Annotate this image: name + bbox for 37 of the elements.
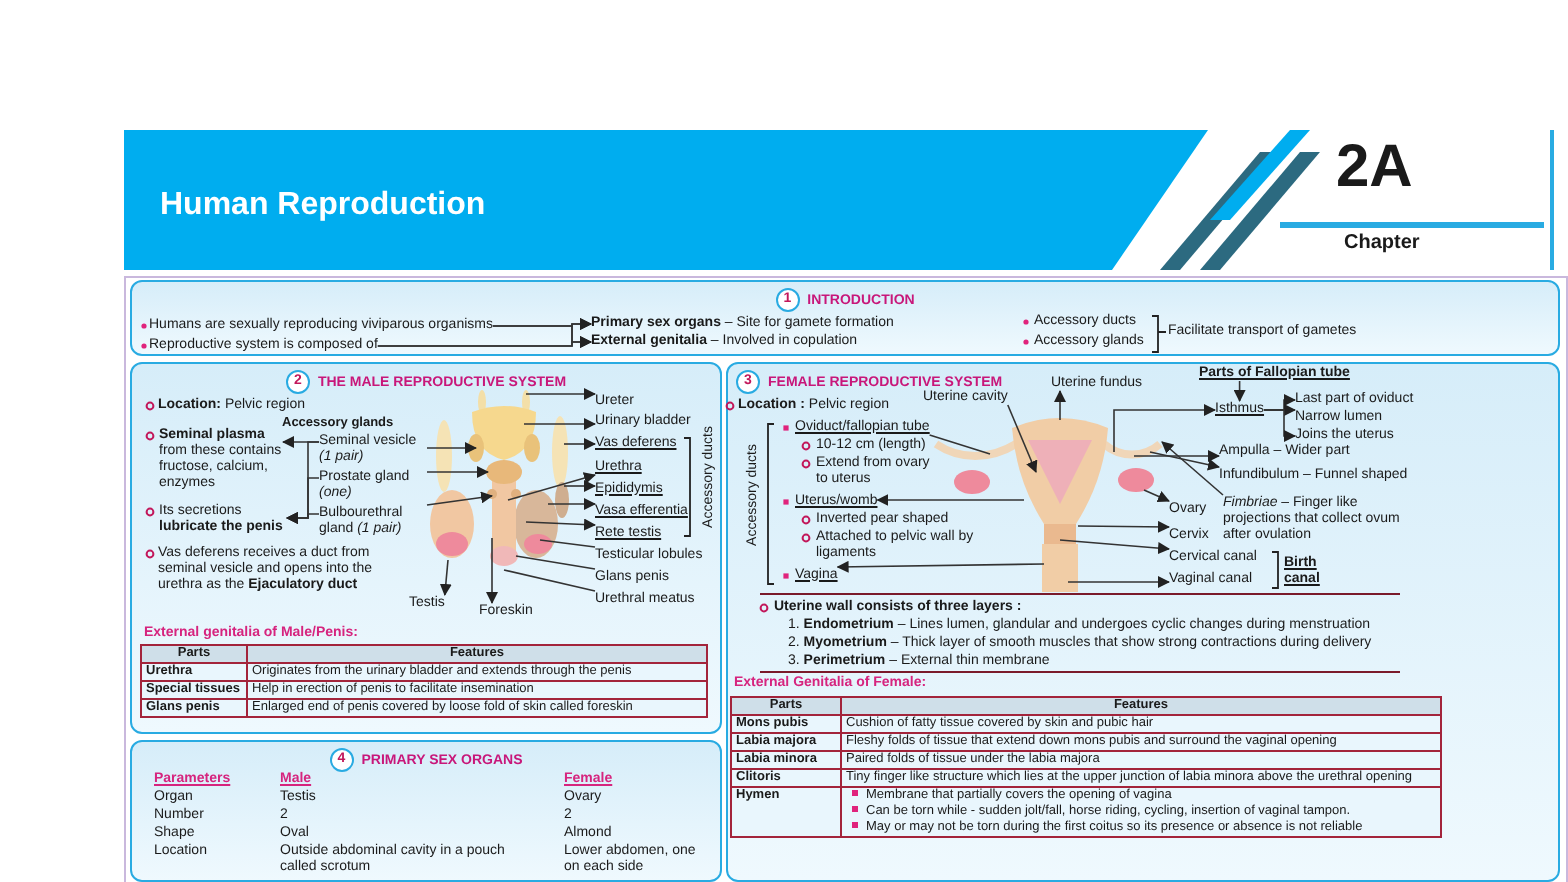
arrow [1263, 409, 1296, 442]
arrow [836, 560, 1045, 573]
arrow [563, 438, 596, 450]
arrow [426, 442, 477, 454]
chapter-number: 2A [1336, 136, 1413, 200]
section-panel [130, 740, 722, 882]
arrow [876, 494, 1025, 506]
arrow [1233, 380, 1246, 402]
arrow [1054, 390, 1066, 421]
arrow [377, 336, 592, 348]
arrow [486, 537, 498, 604]
arrow [523, 418, 596, 430]
arrow [1143, 489, 1170, 503]
connector-line [928, 434, 991, 455]
arrow [286, 512, 320, 524]
arrow [525, 388, 596, 400]
arrow [525, 518, 596, 531]
connector-line [515, 555, 596, 570]
male-reproductive-system-drawing [429, 389, 568, 565]
arrow [1133, 450, 1220, 462]
connector-line [503, 569, 596, 592]
arrow [1161, 441, 1224, 496]
section-panel [130, 280, 1560, 356]
chapter-label: Chapter [1344, 232, 1420, 256]
arrow [439, 559, 452, 596]
chapter-title: Human Reproduction [160, 188, 486, 224]
arrow [1059, 539, 1170, 555]
arrow [1113, 404, 1216, 453]
arrow [563, 480, 596, 492]
arrow [507, 472, 596, 501]
arrow [1067, 576, 1170, 588]
arrow [426, 466, 489, 478]
connector-line [539, 539, 596, 548]
arrow [426, 491, 493, 506]
arrow [547, 498, 596, 510]
arrow [1149, 451, 1220, 471]
arrow [1077, 520, 1170, 533]
